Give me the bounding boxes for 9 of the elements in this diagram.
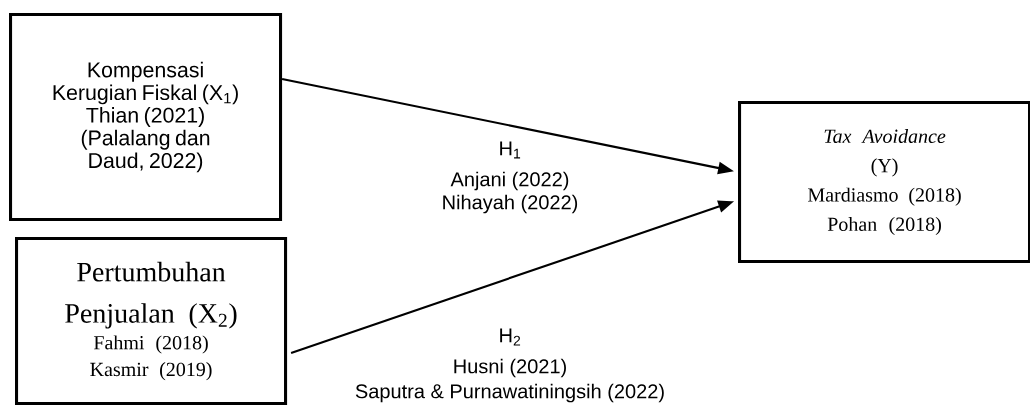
citation-text: Husni (2021)	[454, 358, 566, 378]
citation-text: Anjani (2022)	[450, 171, 569, 191]
variable-box: Kompensasi Kerugian Fiskal (X$_{1}$) Thian (2021) (Palalang dan Daud, 2022)	[9, 13, 283, 222]
variable-box: Pertumbuhan Penjualan (X$_{2}$) Fahmi (2018) Kasmir (2019)	[15, 237, 288, 406]
variable-box: Tax Avoidance (Y) Mardiasmo (2018) Pohan (2018)	[738, 101, 1030, 264]
citation-text: Saputra & Purnawatiningsih (2022)	[355, 383, 664, 403]
edge-label: H$_{1}$	[497, 140, 523, 160]
citation-text: Nihayah (2022)	[443, 194, 578, 214]
edge-label: H$_{2}$	[497, 327, 523, 347]
